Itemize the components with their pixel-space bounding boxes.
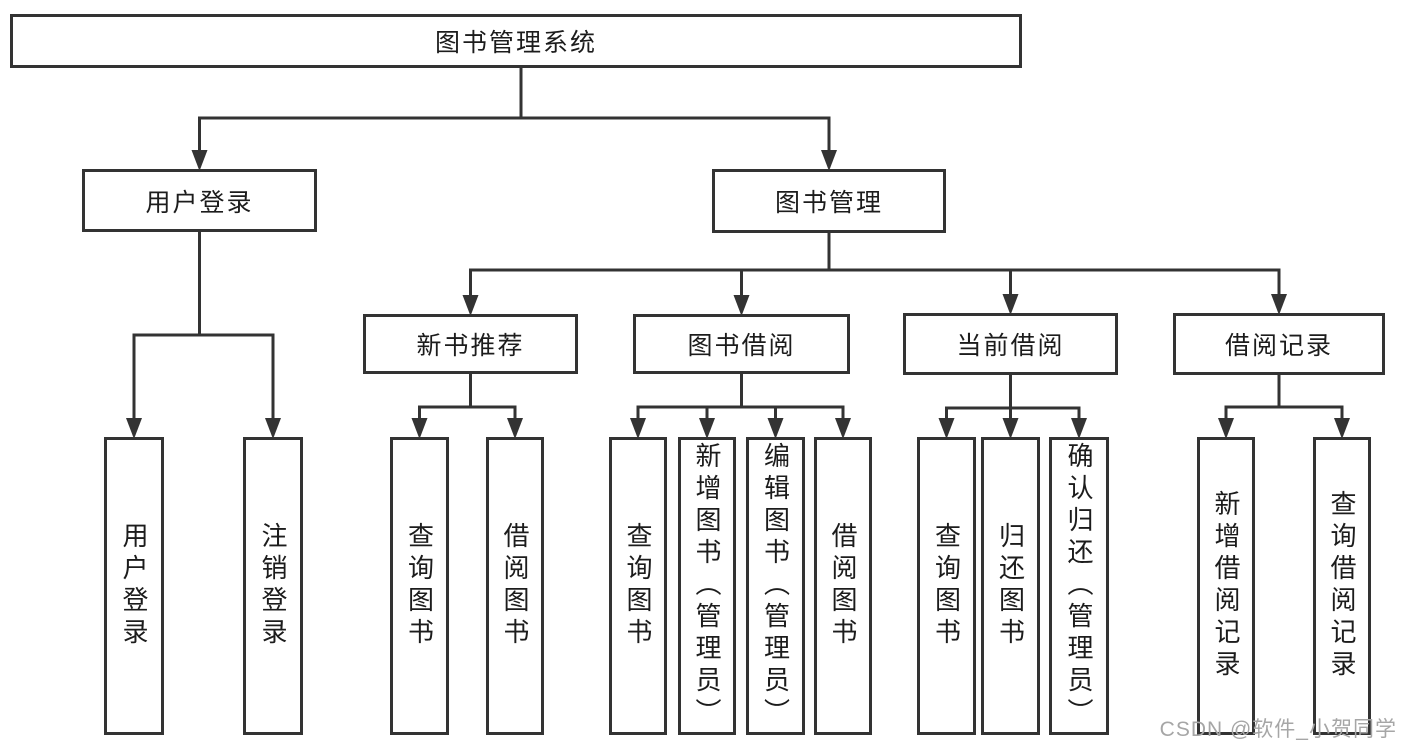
arrowhead — [1271, 294, 1287, 315]
node-label: 新增图书（管理员） — [692, 442, 722, 730]
arrowhead — [1002, 418, 1019, 439]
node-records: 借阅记录 — [1173, 313, 1385, 375]
node-borrow: 图书借阅 — [633, 314, 850, 374]
node-label: 借阅记录 — [1224, 332, 1333, 360]
node-leaf-cb-confirm: 确认归还（管理员） — [1049, 437, 1109, 735]
node-label: 确认归还（管理员） — [1064, 442, 1094, 730]
arrowhead — [630, 418, 646, 439]
arrowhead — [126, 418, 142, 439]
arrowhead — [767, 418, 784, 439]
node-label: 图书管理 — [774, 189, 883, 217]
node-label: 图书借阅 — [687, 332, 796, 360]
node-label: 当前借阅 — [956, 332, 1065, 360]
arrowhead — [1002, 294, 1019, 315]
arrowhead — [733, 295, 750, 316]
node-label: 用户登录 — [145, 188, 254, 217]
node-leaf-bb-edit: 编辑图书（管理员） — [746, 437, 805, 735]
node-label: 归还图书 — [995, 522, 1026, 650]
arrowhead — [699, 418, 715, 439]
arrowhead — [1218, 418, 1234, 439]
arrowhead — [1071, 418, 1087, 439]
arrowhead — [938, 418, 955, 439]
node-label: 用户登录 — [119, 522, 149, 650]
node-label: 图书管理系统 — [434, 29, 597, 57]
node-label: 查询图书 — [404, 522, 435, 650]
node-label: 新书推荐 — [416, 332, 525, 360]
node-label: 注销登录 — [258, 522, 288, 650]
node-leaf-bb-query: 查询图书 — [609, 437, 667, 735]
node-leaf-logout: 注销登录 — [243, 437, 303, 735]
node-label: 查询图书 — [623, 522, 653, 650]
node-newbook: 新书推荐 — [363, 314, 578, 374]
node-label: 查询图书 — [931, 522, 962, 650]
node-label: 新增借阅记录 — [1211, 490, 1241, 682]
node-leaf-nb-query: 查询图书 — [390, 437, 449, 735]
node-leaf-nb-borrow: 借阅图书 — [486, 437, 544, 735]
node-current: 当前借阅 — [903, 313, 1118, 375]
arrowhead — [411, 418, 428, 439]
node-leaf-login: 用户登录 — [104, 437, 164, 735]
arrowhead — [191, 150, 208, 171]
arrowhead — [1334, 418, 1350, 439]
arrowhead — [835, 418, 851, 439]
node-leaf-cb-return: 归还图书 — [981, 437, 1040, 735]
node-leaf-bb-borrow: 借阅图书 — [814, 437, 872, 735]
watermark: CSDN @软件_小贺同学 — [1159, 718, 1397, 741]
arrowhead — [462, 295, 479, 316]
node-leaf-br-query: 查询借阅记录 — [1313, 437, 1371, 735]
arrowhead — [507, 418, 523, 439]
arrowhead — [265, 418, 281, 439]
arrowhead — [821, 150, 837, 171]
node-label: 查询借阅记录 — [1327, 490, 1357, 682]
node-label: 借阅图书 — [828, 522, 858, 650]
node-leaf-cb-query: 查询图书 — [917, 437, 976, 735]
node-mgmt: 图书管理 — [712, 169, 946, 233]
node-login: 用户登录 — [82, 169, 317, 232]
node-leaf-bb-add: 新增图书（管理员） — [678, 437, 736, 735]
node-label: 编辑图书（管理员） — [760, 442, 791, 730]
node-label: 借阅图书 — [500, 522, 530, 650]
node-leaf-br-add: 新增借阅记录 — [1197, 437, 1255, 735]
node-root: 图书管理系统 — [10, 14, 1022, 68]
